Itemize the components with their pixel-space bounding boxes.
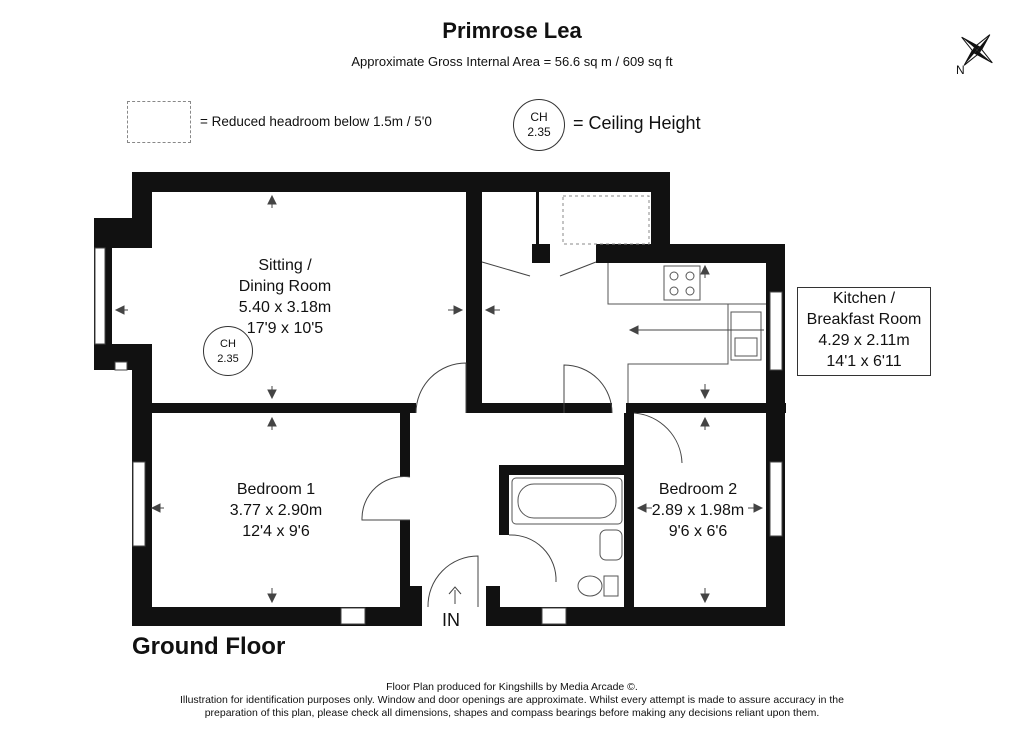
toilet-icon bbox=[577, 575, 603, 597]
doors bbox=[361, 261, 683, 608]
ceiling-height-legend-text: = Ceiling Height bbox=[573, 113, 701, 133]
footer-line3: preparation of this plan, please check a… bbox=[204, 707, 820, 719]
wall-bath-left bbox=[499, 465, 509, 535]
toilet-cistern bbox=[603, 575, 619, 597]
footer-line1: Floor Plan produced for Kingshills by Me… bbox=[386, 681, 638, 693]
reduced-headroom-legend: = Reduced headroom below 1.5m / 5'0 bbox=[200, 114, 432, 129]
kitchen-imperial: 14'1 x 6'11 bbox=[826, 353, 902, 370]
wall-entrance-left bbox=[410, 586, 422, 626]
wall-top bbox=[132, 172, 670, 192]
wall-bath-top bbox=[499, 465, 631, 475]
wall-top-right-step bbox=[651, 172, 670, 250]
hob-burner bbox=[669, 286, 679, 296]
entrance-arrow-icon bbox=[448, 586, 462, 595]
compass-north-label: N bbox=[956, 63, 965, 77]
wall-left-upper bbox=[132, 172, 152, 218]
hob-burner bbox=[685, 286, 695, 296]
room-label-kitchen: Kitchen / Breakfast Room 4.29 x 2.11m 14… bbox=[797, 287, 931, 376]
reduced-headroom-swatch bbox=[127, 101, 191, 143]
wall-cupboard-divider bbox=[536, 192, 539, 247]
reduced-headroom-area bbox=[562, 195, 650, 245]
window-sitting-small bbox=[114, 361, 128, 371]
window-kitchen bbox=[769, 291, 783, 371]
bath-icon bbox=[511, 477, 623, 525]
sink-icon bbox=[730, 311, 762, 361]
wall-entrance-right bbox=[486, 586, 500, 626]
window-bedroom1 bbox=[132, 461, 146, 547]
room-label-bedroom1: Bedroom 1 3.77 x 2.90m 12'4 x 9'6 bbox=[216, 479, 336, 542]
window-bathroom bbox=[541, 607, 567, 625]
walls bbox=[94, 172, 786, 626]
window-sitting-bay bbox=[94, 247, 106, 345]
wall-bed1-right-upper bbox=[400, 413, 410, 477]
gross-area: Approximate Gross Internal Area = 56.6 s… bbox=[351, 54, 673, 69]
footer-line2: Illustration for identification purposes… bbox=[180, 694, 844, 706]
ceiling-height-legend-badge: CH 2.35 bbox=[513, 99, 565, 151]
door-sitting bbox=[415, 362, 467, 414]
footer-disclaimer: Floor Plan produced for Kingshills by Me… bbox=[0, 681, 1024, 720]
window-bedroom2 bbox=[769, 461, 783, 537]
door-entrance bbox=[427, 555, 479, 608]
bath-basin bbox=[517, 483, 617, 519]
kitchen-metric: 4.29 x 2.11m bbox=[818, 332, 910, 349]
wall-cupboard-stub bbox=[532, 244, 550, 263]
sitting-ch-label: CH bbox=[220, 338, 236, 350]
door-bathroom bbox=[508, 534, 557, 583]
bedroom2-imperial: 9'6 x 6'6 bbox=[668, 523, 728, 540]
wall-bottom-left bbox=[132, 607, 422, 626]
room-label-bedroom2: Bedroom 2 2.89 x 1.98m 9'6 x 6'6 bbox=[638, 479, 758, 542]
worktop-right bbox=[627, 304, 729, 403]
windows bbox=[94, 247, 783, 625]
door-bedroom1 bbox=[361, 476, 411, 521]
door-kitchen bbox=[563, 364, 613, 414]
kitchen-fittings bbox=[607, 263, 766, 403]
sitting-imperial: 17'9 x 10'5 bbox=[246, 320, 324, 337]
door-bedroom2 bbox=[633, 412, 683, 464]
bedroom1-metric: 3.77 x 2.90m bbox=[229, 502, 323, 519]
bedroom2-name: Bedroom 2 bbox=[658, 481, 738, 498]
wall-kitchen-bottom-left bbox=[466, 403, 612, 413]
ch-label: CH bbox=[530, 110, 548, 124]
bathroom-fittings bbox=[511, 477, 623, 597]
wall-sitting-bottom bbox=[132, 403, 416, 413]
wall-sitting-kitchen bbox=[466, 172, 482, 412]
wall-bed1-right-lower bbox=[400, 520, 410, 626]
sitting-ch-value: 2.35 bbox=[217, 353, 239, 365]
sitting-metric: 5.40 x 3.18m bbox=[238, 299, 332, 316]
wall-bottom-right bbox=[486, 607, 785, 626]
room-label-sitting: Sitting / Dining Room 5.40 x 3.18m 17'9 … bbox=[225, 255, 345, 339]
wall-kitchen-top bbox=[596, 244, 785, 263]
kitchen-name-line2: Breakfast Room bbox=[806, 311, 922, 328]
bedroom1-name: Bedroom 1 bbox=[236, 481, 316, 498]
hob-icon bbox=[663, 265, 701, 301]
floor-label: Ground Floor bbox=[132, 633, 286, 660]
sink-bowl bbox=[734, 337, 758, 357]
sitting-name-line1: Sitting / bbox=[258, 257, 312, 274]
dimension-arrows bbox=[114, 194, 764, 604]
compass-rose-icon bbox=[961, 34, 993, 66]
entrance-label: IN bbox=[442, 610, 460, 630]
worktop-top bbox=[607, 263, 766, 305]
sitting-name-line2: Dining Room bbox=[238, 278, 332, 295]
door-cupboard-right bbox=[559, 261, 597, 277]
bedroom2-metric: 2.89 x 1.98m bbox=[651, 502, 745, 519]
kitchen-name-line1: Kitchen / bbox=[832, 290, 896, 307]
door-cupboard-left bbox=[481, 261, 531, 277]
wall-kitchen-bottom-right bbox=[626, 403, 786, 413]
window-bedroom1-bottom bbox=[340, 607, 366, 625]
plan-title: Primrose Lea bbox=[442, 18, 582, 43]
ch-value: 2.35 bbox=[527, 125, 551, 139]
sitting-ceiling-height-badge: CH 2.35 bbox=[203, 326, 253, 376]
hob-burner bbox=[685, 271, 695, 281]
bedroom1-imperial: 12'4 x 9'6 bbox=[242, 523, 310, 540]
wall-bath-right bbox=[624, 413, 634, 626]
washbasin-icon bbox=[599, 529, 623, 561]
hob-burner bbox=[669, 271, 679, 281]
